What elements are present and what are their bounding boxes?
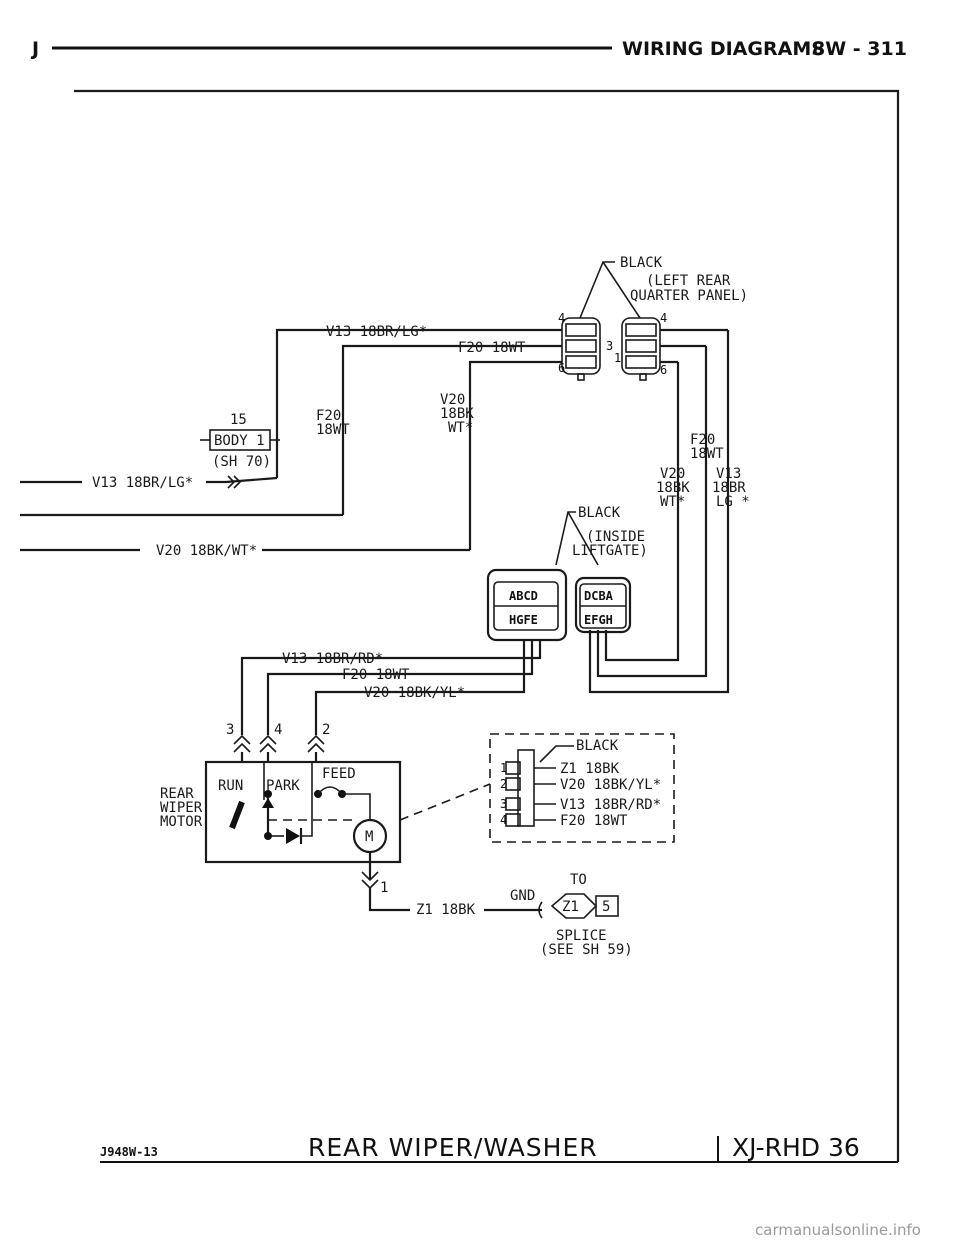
- run-switch-contact: [229, 800, 245, 830]
- motor-conn-wire-1: Z1 18BK: [560, 761, 620, 777]
- diode-icon: [286, 828, 300, 844]
- qp-pin-right-1: 1: [614, 351, 621, 365]
- left-wires: V13 18BR/LG* V20 18BK/WT*: [20, 475, 470, 559]
- wire-right-v13-2: 18BR: [712, 480, 746, 496]
- body-connector-number: 15: [230, 412, 247, 428]
- header-letter: J: [30, 38, 39, 60]
- body-connector: 15 BODY 1 (SH 70): [200, 412, 280, 470]
- motor-park-label: PARK: [266, 778, 300, 794]
- wire-v13-rd: V13 18BR/RD*: [282, 651, 383, 667]
- page-footer: J948W-13 REAR WIPER/WASHER XJ-RHD 36: [100, 1133, 860, 1162]
- footer-code: J948W-13: [100, 1145, 158, 1159]
- qp-pin-left-3: 3: [606, 339, 613, 353]
- liftgate-location-line1: (INSIDE: [586, 529, 645, 545]
- liftgate-right-bottom-cavities: EFGH: [584, 613, 613, 627]
- wire-right-f20-1: F20: [690, 432, 715, 448]
- wire-f20-label-1: F20: [316, 408, 341, 424]
- watermark: carmanualsonline.info: [755, 1221, 921, 1239]
- liftgate-left-bottom-cavities: HGFE: [509, 613, 538, 627]
- header-title: WIRING DIAGRAMS: [622, 38, 825, 60]
- motor-conn-wire-4: F20 18WT: [560, 813, 628, 829]
- wire-right-v13-1: V13: [716, 466, 741, 482]
- wire-v20-label-2: 18BK: [440, 406, 474, 422]
- liftgate-motor-wires: V13 18BR/RD* F20 18WT V20 18BK/YL*: [240, 640, 542, 735]
- ground-circuit: 1 Z1 18BK GND TO Z1 5 SPLICE (SEE SH 59): [361, 871, 633, 958]
- wire-right-v20-3: WT*: [660, 494, 685, 510]
- motor-connector-detail: BLACK 1 2 3 4 Z1 18BK V20 18BK/YL* V13 1…: [399, 733, 675, 843]
- motor-conn-wire-2: V20 18BK/YL*: [560, 777, 661, 793]
- motor-conn-pin-4: 4: [500, 813, 507, 827]
- footer-title: REAR WIPER/WASHER: [308, 1133, 598, 1162]
- park-contact-top: [264, 790, 272, 798]
- liftgate-right-top-cavities: DCBA: [584, 589, 614, 603]
- wire-right-f20-2: 18WT: [690, 446, 724, 462]
- liftgate-connector: BLACK (INSIDE LIFTGATE) ABCD HGFE DCBA E…: [486, 505, 648, 642]
- qp-pin-right-6: 6: [660, 363, 667, 377]
- wire-v20-label-3: WT*: [448, 420, 473, 436]
- motor-run-label: RUN: [218, 778, 243, 794]
- top-wires: V13 18BR/LG* F20 18WT V20 18BK WT* F20 1…: [275, 324, 728, 550]
- header-page-number: 8W - 311: [812, 38, 907, 60]
- wire-z1: Z1 18BK: [416, 902, 476, 918]
- motor-label-2: WIPER: [160, 800, 203, 816]
- qp-pin-right-4: 4: [660, 311, 667, 325]
- splice-number: 5: [602, 899, 610, 915]
- motor-pin-3: 3: [226, 722, 234, 738]
- motor-pin-2: 2: [322, 722, 330, 738]
- ground-label: GND: [510, 888, 535, 904]
- body-connector-sheet: (SH 70): [212, 454, 271, 470]
- splice-label-1: SPLICE: [556, 928, 607, 944]
- qp-location-line2: QUARTER PANEL): [630, 288, 748, 304]
- qp-location-line1: (LEFT REAR: [646, 273, 731, 289]
- motor-conn-wire-3: V13 18BR/RD*: [560, 797, 661, 813]
- splice-label-2: (SEE SH 59): [540, 942, 633, 958]
- wire-right-v13-3: LG *: [716, 494, 750, 510]
- qp-pin-left-6: 6: [558, 361, 565, 375]
- qp-connector-color: BLACK: [620, 255, 663, 271]
- motor-feed-label: FEED: [322, 766, 356, 782]
- motor-conn-pin-2: 2: [500, 777, 507, 791]
- motor-pin-4: 4: [274, 722, 282, 738]
- wire-f20-label-2: 18WT: [316, 422, 350, 438]
- wire-f20-top: F20 18WT: [458, 340, 526, 356]
- motor-label-1: REAR: [160, 786, 194, 802]
- wire-f20-mid: F20 18WT: [342, 667, 410, 683]
- liftgate-left-top-cavities: ABCD: [509, 589, 538, 603]
- footer-ref: XJ-RHD 36: [732, 1133, 860, 1162]
- splice-id: Z1: [562, 899, 579, 915]
- quarter-panel-connector: 4 3 6 4 1 6 BLACK (LEFT REAR QUARTER PAN…: [558, 255, 748, 381]
- wire-v20-yl: V20 18BK/YL*: [364, 685, 465, 701]
- right-wires: F20 18WT V20 18BK WT* V13 18BR LG *: [588, 330, 750, 694]
- liftgate-location-line2: LIFTGATE): [572, 543, 648, 559]
- wire-v20-left: V20 18BK/WT*: [156, 543, 257, 559]
- ground-to-label: TO: [570, 872, 587, 888]
- wire-v20-label-1: V20: [440, 392, 465, 408]
- body-connector-label: BODY 1: [214, 433, 265, 449]
- motor-conn-pin-1: 1: [500, 761, 507, 775]
- motor-conn-pin-3: 3: [500, 797, 507, 811]
- motor-label-3: MOTOR: [160, 814, 203, 830]
- page-frame: [74, 89, 900, 1162]
- page-header: J WIRING DIAGRAMS 8W - 311: [30, 38, 907, 60]
- wire-v13-top: V13 18BR/LG*: [326, 324, 427, 340]
- motor-connector-color: BLACK: [576, 738, 619, 754]
- rear-wiper-motor: REAR WIPER MOTOR RUN PARK FEED M: [160, 760, 402, 880]
- qp-pin-left-4: 4: [558, 311, 565, 325]
- motor-pin-markers: 3 4 2: [226, 722, 330, 762]
- wire-right-v20-2: 18BK: [656, 480, 690, 496]
- motor-pin-1: 1: [380, 880, 388, 896]
- motor-armature-label: M: [365, 829, 373, 845]
- wire-right-v20-1: V20: [660, 466, 685, 482]
- liftgate-connector-color: BLACK: [578, 505, 621, 521]
- wire-v13-left: V13 18BR/LG*: [92, 475, 193, 491]
